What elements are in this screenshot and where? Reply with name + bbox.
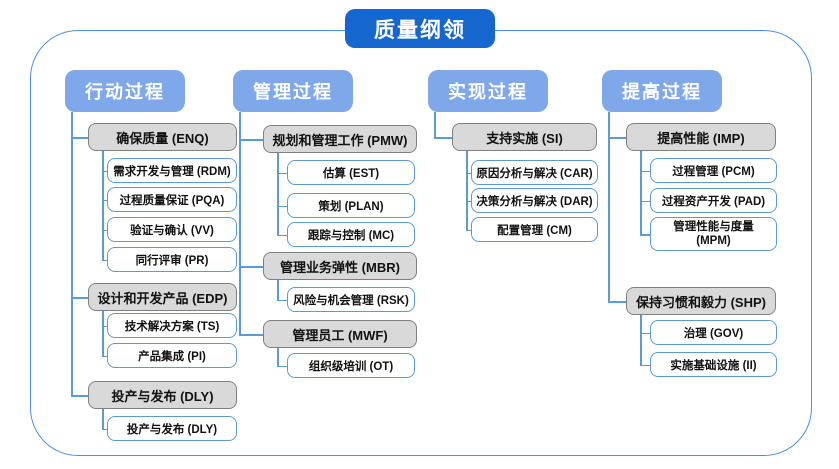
leaf-node: 产品集成 (PI) [107,343,237,368]
connector-line [608,137,626,139]
connector-line [102,151,104,260]
connector-line [277,280,279,300]
connector-line [71,137,88,139]
group-node: 投产与发布 (DLY) [88,381,237,409]
connector-line [640,151,642,234]
connector-line [102,325,107,327]
leaf-node: 配置管理 (CM) [471,217,598,242]
connector-line [466,200,471,202]
diagram-title: 质量纲领 [345,9,495,48]
group-node: 设计和开发产品 (EDP) [88,283,237,311]
connector-line [102,259,107,261]
connector-line [277,348,279,366]
group-node: 保持习惯和毅力 (SHP) [626,287,776,315]
connector-line [466,229,471,231]
column-header: 提高过程 [602,70,722,112]
group-node: 提高性能 (IMP) [626,123,776,151]
connector-line [434,112,436,137]
leaf-node: 同行评审 (PR) [107,247,237,272]
connector-line [277,299,287,301]
connector-line [102,229,107,231]
leaf-node: 投产与发布 (DLY) [107,416,237,441]
connector-line [239,112,241,334]
connector-line [434,137,452,139]
connector-line [71,297,88,299]
connector-line [608,112,610,301]
leaf-node: 决策分析与解决 (DAR) [471,188,598,213]
leaf-node: 实施基础设施 (II) [650,352,777,377]
leaf-node: 组织级培训 (OT) [287,353,415,378]
connector-line [608,301,626,303]
connector-line [102,311,104,356]
group-node: 确保质量 (ENQ) [88,123,237,151]
connector-line [102,428,107,430]
connector-line [640,364,650,366]
connector-line [640,332,650,334]
group-node: 规划和管理工作 (PMW) [263,125,417,153]
column-header: 管理过程 [233,70,353,112]
connector-line [640,315,642,365]
connector-line [277,205,287,207]
connector-line [102,355,107,357]
leaf-node: 跟踪与控制 (MC) [287,222,415,247]
leaf-node: 风险与机会管理 (RSK) [287,287,415,312]
leaf-node: 过程质量保证 (PQA) [107,187,237,212]
connector-line [277,172,287,174]
connector-line [277,234,287,236]
column-header: 行动过程 [65,70,185,112]
leaf-node: 管理性能与度量 (MPM) [650,217,777,251]
connector-line [640,200,650,202]
connector-line [102,170,107,172]
connector-line [239,334,263,336]
connector-line [466,172,471,174]
leaf-node: 需求开发与管理 (RDM) [107,158,237,183]
connector-line [102,409,104,429]
connector-line [466,151,468,230]
leaf-node: 技术解决方案 (TS) [107,313,237,338]
column-header: 实现过程 [428,70,548,112]
connector-line [640,234,650,236]
connector-line [71,112,73,395]
leaf-node: 策划 (PLAN) [287,193,415,218]
leaf-node: 治理 (GOV) [650,320,777,345]
leaf-node: 过程管理 (PCM) [650,158,777,183]
group-node: 支持实施 (SI) [452,123,597,151]
connector-line [277,365,287,367]
connector-line [277,153,279,235]
leaf-node: 过程资产开发 (PAD) [650,188,777,213]
connector-line [640,170,650,172]
connector-line [239,139,263,141]
leaf-node: 原因分析与解决 (CAR) [471,160,598,185]
leaf-node: 验证与确认 (VV) [107,217,237,242]
group-node: 管理业务弹性 (MBR) [263,252,417,280]
leaf-node: 估算 (EST) [287,160,415,185]
connector-line [239,266,263,268]
connector-line [102,199,107,201]
connector-line [71,395,88,397]
group-node: 管理员工 (MWF) [263,320,417,348]
